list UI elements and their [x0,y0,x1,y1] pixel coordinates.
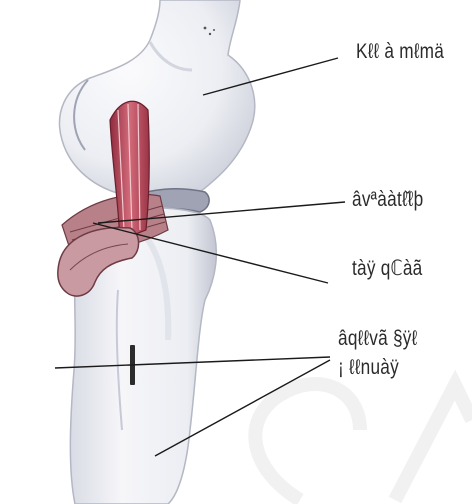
label-bottom-line1: âqℓℓvã §ÿℓ [338,327,417,351]
label-ligament: âvªààtℓ̌ℓþ [352,188,423,212]
label-bottom-line2: ¡ ℓℓnuàÿ [338,356,399,380]
femur-bone [60,0,255,196]
watermark [255,384,472,500]
label-middle: tàÿ qℂàã [352,256,422,281]
label-top: Kℓℓ à mℓmä [356,40,444,64]
